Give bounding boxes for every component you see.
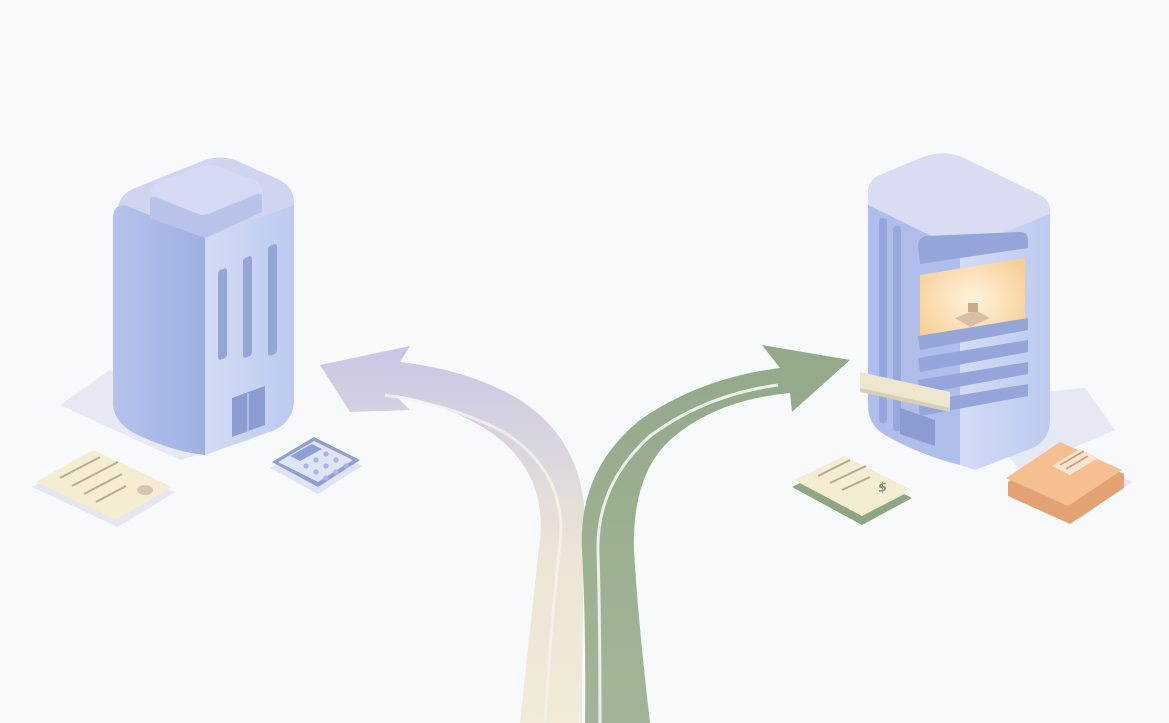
right-office-building-icon xyxy=(860,153,1115,470)
calculator-icon xyxy=(270,437,362,494)
right-building-chair xyxy=(968,303,978,312)
left-building-window-strip xyxy=(243,256,252,358)
invoice-dollar-icon: $ xyxy=(792,456,912,525)
right-building-lit-window xyxy=(920,258,1025,342)
right-building-door xyxy=(900,408,935,446)
left-building-window-strip xyxy=(218,268,227,360)
left-building-window-strip xyxy=(268,244,277,356)
invoice-dollar-sign: $ xyxy=(878,480,887,497)
left-arrow-path-icon xyxy=(320,346,586,723)
right-building-window-strip xyxy=(879,218,887,423)
left-building-front xyxy=(113,205,205,455)
left-building-roof-block-top xyxy=(150,164,262,215)
right-building-roof xyxy=(868,153,1051,250)
left-office-building-icon xyxy=(60,157,294,460)
right-arrow-path-icon xyxy=(581,345,850,723)
right-building-window-strip xyxy=(893,226,901,431)
folder-icon xyxy=(1006,442,1132,524)
right-building-awning xyxy=(860,372,950,408)
document-icon xyxy=(32,450,175,527)
right-building-desk xyxy=(955,310,990,327)
